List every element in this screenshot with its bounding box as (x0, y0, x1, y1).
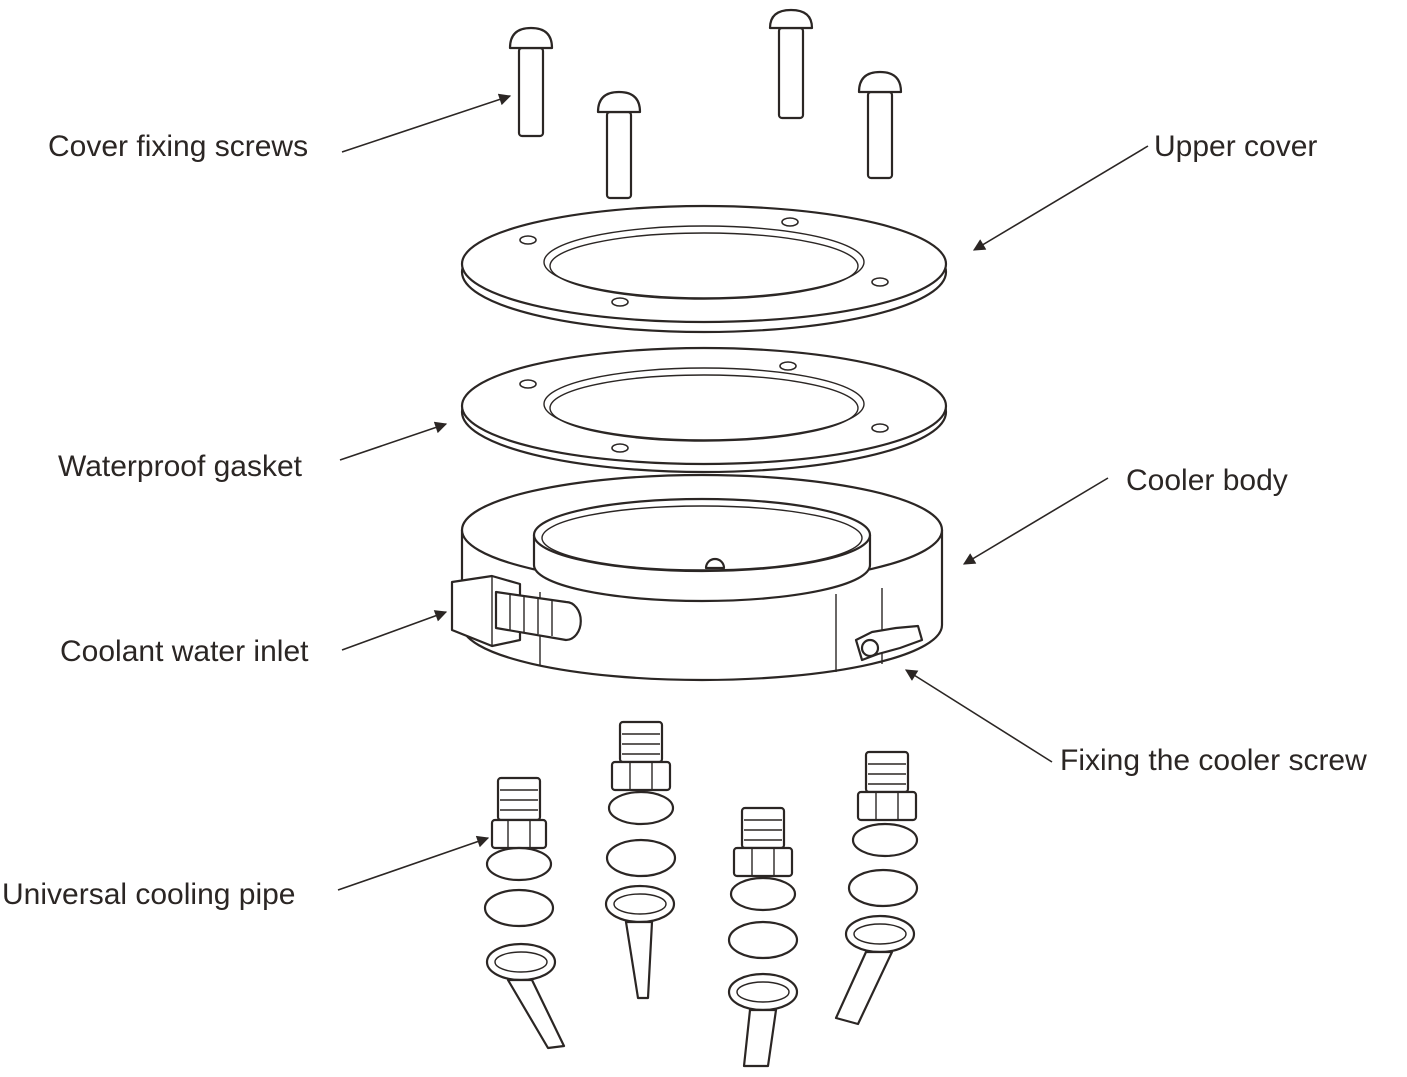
screw-3 (596, 90, 642, 200)
cooling-pipe-2 (604, 720, 677, 1000)
arrow-coolant-water-inlet (341, 610, 448, 651)
arrow-cover-fixing-screws (341, 93, 512, 153)
label-upper-cover: Upper cover (1154, 130, 1318, 163)
label-fixing-the-cooler-screw: Fixing the cooler screw (1060, 744, 1367, 777)
arrow-waterproof-gasket (339, 421, 448, 461)
upper-cover-drawing (460, 204, 948, 334)
arrow-fixing-cooler-screw (904, 669, 1053, 763)
screw-2 (768, 8, 814, 120)
waterproof-gasket-drawing (460, 346, 948, 474)
cooler-body-drawing (450, 473, 944, 682)
arrow-upper-cover (972, 145, 1149, 251)
label-universal-cooling-pipe: Universal cooling pipe (2, 878, 296, 911)
cooling-pipe-1 (483, 776, 566, 1050)
label-cover-fixing-screws: Cover fixing screws (48, 130, 309, 163)
arrow-universal-cooling-pipe (337, 835, 490, 891)
label-cooler-body: Cooler body (1126, 464, 1288, 497)
screw-4 (857, 70, 903, 180)
arrow-cooler-body (962, 477, 1109, 565)
cooling-pipe-3 (727, 806, 799, 1068)
label-waterproof-gasket: Waterproof gasket (58, 450, 302, 483)
screw-1 (508, 26, 554, 138)
label-coolant-water-inlet: Coolant water inlet (60, 635, 309, 668)
cooling-pipe-4 (834, 750, 919, 1026)
